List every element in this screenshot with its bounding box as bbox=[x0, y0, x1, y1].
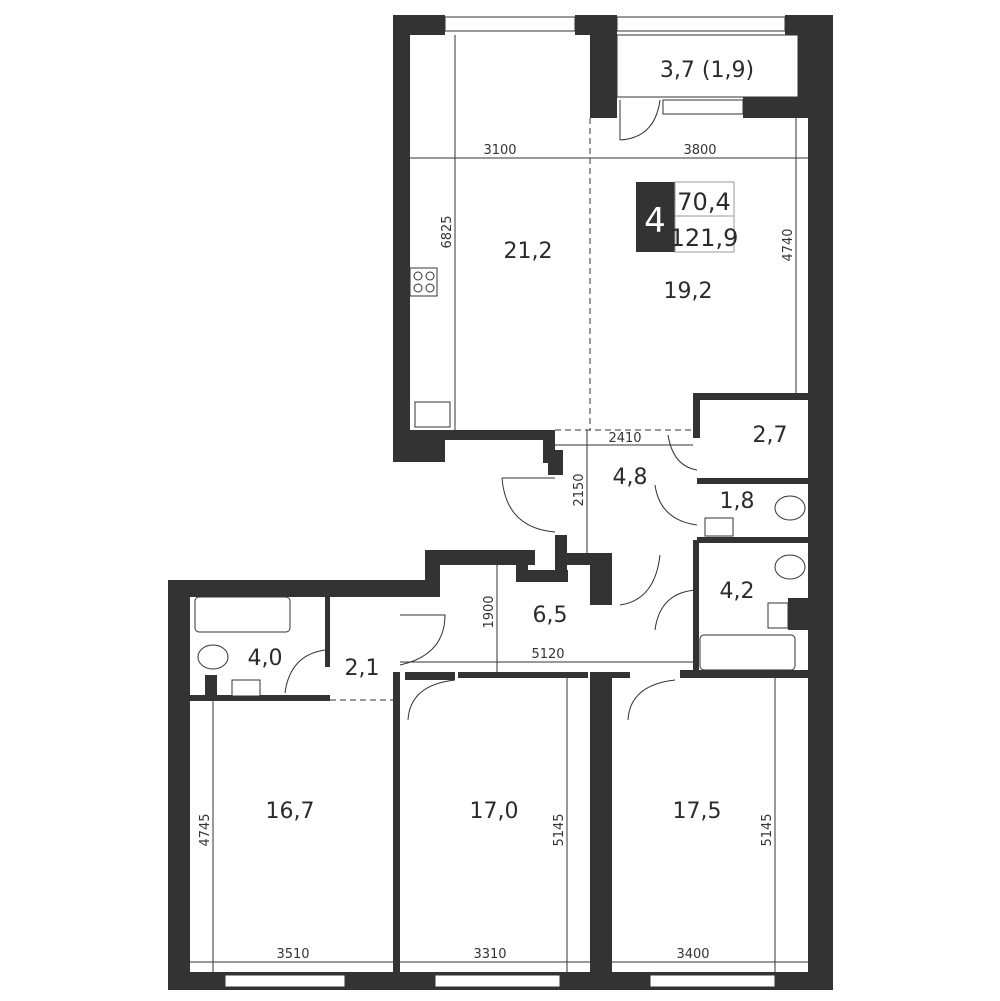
sink-icon bbox=[767, 602, 789, 629]
balcony-outline bbox=[616, 34, 799, 98]
dim-label: 2150 bbox=[572, 473, 587, 506]
room-area-storage: 2,7 bbox=[753, 423, 788, 448]
dim-label: 6825 bbox=[440, 215, 455, 248]
sink-icon bbox=[231, 679, 261, 697]
room-area-bedroom: 17,0 bbox=[470, 799, 519, 824]
room-area-bathroom: 4,2 bbox=[720, 579, 755, 604]
dim-label: 1900 bbox=[482, 595, 497, 628]
dim-label: 5120 bbox=[531, 647, 564, 662]
room-area-bedroom: 17,5 bbox=[673, 799, 722, 824]
dim-label: 3100 bbox=[483, 143, 516, 158]
sink-icon bbox=[704, 517, 734, 537]
room-area-living: 19,2 bbox=[664, 279, 713, 304]
room-area-closet: 2,1 bbox=[345, 656, 380, 681]
rooms-count: 4 bbox=[644, 201, 666, 241]
room-area-bedroom: 16,7 bbox=[266, 799, 315, 824]
dim-label: 4740 bbox=[781, 228, 796, 261]
room-area-wc: 1,8 bbox=[720, 489, 755, 514]
stove-icon bbox=[409, 267, 438, 297]
living-area: 70,4 bbox=[677, 188, 730, 216]
toilet-icon bbox=[774, 554, 806, 580]
dim-label: 4745 bbox=[198, 813, 213, 846]
dim-label: 2410 bbox=[608, 431, 641, 446]
fixtures bbox=[194, 267, 806, 697]
dim-label: 5145 bbox=[760, 813, 775, 846]
total-area: 121,9 bbox=[670, 224, 739, 252]
room-area-bathroom: 4,0 bbox=[248, 646, 283, 671]
sink-icon bbox=[414, 401, 451, 428]
dimension-lines bbox=[190, 35, 808, 972]
bathtub-icon bbox=[194, 596, 291, 633]
dim-label: 5145 bbox=[552, 813, 567, 846]
toilet-icon bbox=[774, 495, 806, 521]
dim-label: 3400 bbox=[676, 947, 709, 962]
dim-label: 3510 bbox=[276, 947, 309, 962]
room-area-hall: 4,8 bbox=[613, 465, 648, 490]
apartment-summary-badge: 4 70,4 121,9 bbox=[636, 181, 739, 253]
room-area-corridor: 6,5 bbox=[533, 603, 568, 628]
toilet-icon bbox=[197, 644, 229, 670]
bathtub-icon bbox=[699, 634, 796, 671]
dim-label: 3800 bbox=[683, 143, 716, 158]
dim-label: 3310 bbox=[473, 947, 506, 962]
windows bbox=[224, 16, 786, 988]
room-area-balcony: 3,7 (1,9) bbox=[660, 58, 754, 83]
room-area-kitchen: 21,2 bbox=[504, 239, 553, 264]
